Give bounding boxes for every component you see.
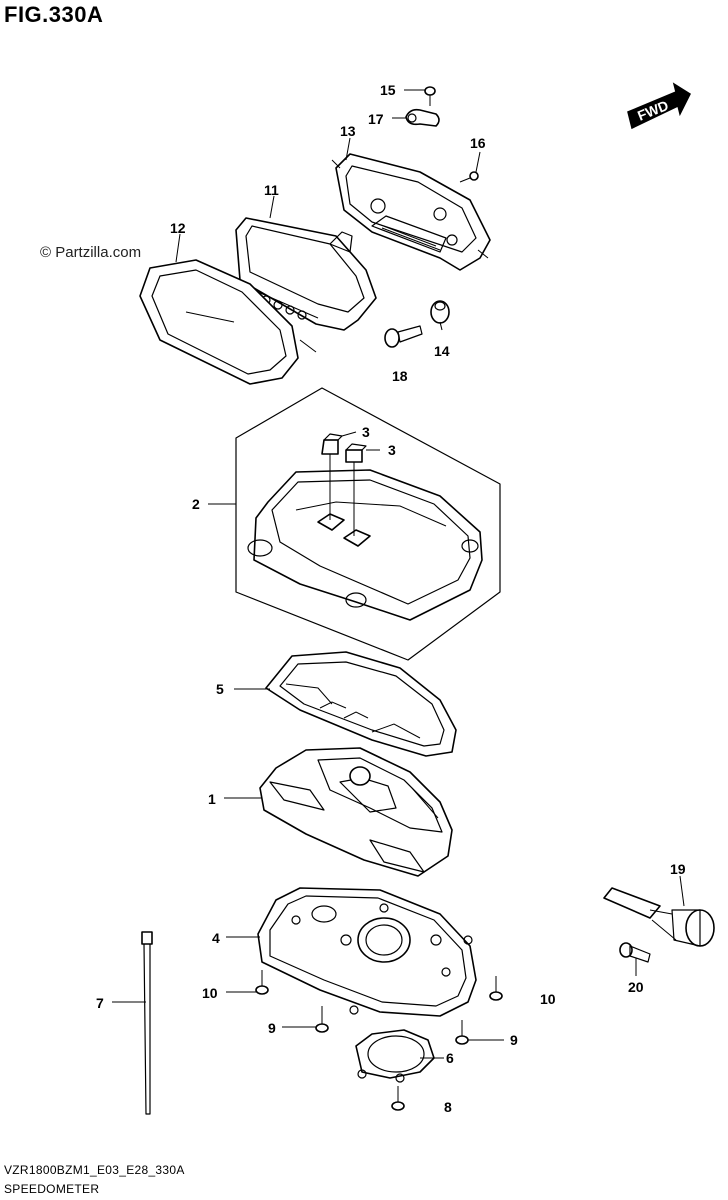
part-4-rear-case xyxy=(257,887,477,1017)
callout-2: 2 xyxy=(192,496,200,512)
part-10-screw-left xyxy=(255,970,269,995)
callout-7: 7 xyxy=(96,995,104,1011)
part-1-meter-unit xyxy=(259,747,453,877)
part-19-sensor xyxy=(603,887,715,947)
part-7-cable-tie xyxy=(141,931,153,1115)
callout-15: 15 xyxy=(380,82,396,98)
callout-9a: 9 xyxy=(268,1020,276,1036)
part-15-screw xyxy=(424,86,436,106)
callout-20: 20 xyxy=(628,979,644,995)
part-10-screw-right xyxy=(489,976,503,1001)
part-9-screw-right xyxy=(455,1020,469,1045)
callout-8: 8 xyxy=(444,1099,452,1115)
callout-16: 16 xyxy=(470,135,486,151)
part-18-bolt xyxy=(384,325,423,348)
callout-3a: 3 xyxy=(362,424,370,440)
part-5-frame xyxy=(265,651,457,757)
watermark: © Partzilla.com xyxy=(40,244,142,261)
figure-title: FIG.330A xyxy=(4,2,104,27)
callout-4: 4 xyxy=(212,930,220,946)
callout-5: 5 xyxy=(216,681,224,697)
fwd-arrow-icon: FWD xyxy=(627,82,691,130)
callout-11: 11 xyxy=(264,182,279,198)
part-6-gasket xyxy=(355,1029,435,1083)
callout-19: 19 xyxy=(670,861,686,877)
callout-18: 18 xyxy=(392,368,408,384)
part-16-screw xyxy=(459,171,479,183)
part-2-housing-group xyxy=(235,387,501,661)
callout-6: 6 xyxy=(446,1050,454,1066)
fwd-label: FWD xyxy=(635,97,671,124)
part-8-screw xyxy=(391,1086,405,1111)
callout-1: 1 xyxy=(208,791,216,807)
part-14-grommet xyxy=(430,300,450,324)
callout-9b: 9 xyxy=(510,1032,518,1048)
part-17-clip xyxy=(405,108,440,127)
callout-13: 13 xyxy=(340,123,356,139)
part-13-upper-cover xyxy=(331,153,491,271)
callout-10b: 10 xyxy=(540,991,556,1007)
callout-14: 14 xyxy=(434,343,450,359)
leader-lines xyxy=(112,89,685,1059)
callout-12: 12 xyxy=(170,220,186,236)
callout-3b: 3 xyxy=(388,442,396,458)
part-20-screw xyxy=(619,942,651,963)
footer-code: VZR1800BZM1_E03_E28_330A xyxy=(4,1163,185,1177)
callout-17: 17 xyxy=(368,111,384,127)
part-12-lens xyxy=(139,259,317,385)
part-9-screw-left xyxy=(315,1006,329,1033)
footer-name: SPEEDOMETER xyxy=(4,1182,100,1196)
part-11-display-panel xyxy=(235,217,377,331)
callout-10a: 10 xyxy=(202,985,218,1001)
